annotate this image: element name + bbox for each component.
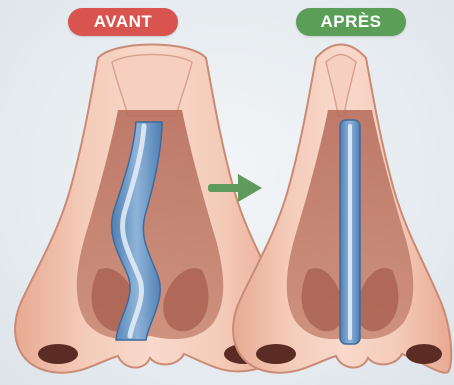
- before-badge: AVANT: [68, 8, 178, 36]
- before-label: AVANT: [94, 12, 153, 31]
- nostril-left: [38, 344, 78, 364]
- nose-after: [233, 45, 451, 373]
- nostril-right-after: [406, 344, 442, 364]
- nostril-left-after: [256, 344, 296, 364]
- after-badge: APRÈS: [296, 8, 406, 36]
- after-label: APRÈS: [320, 12, 381, 31]
